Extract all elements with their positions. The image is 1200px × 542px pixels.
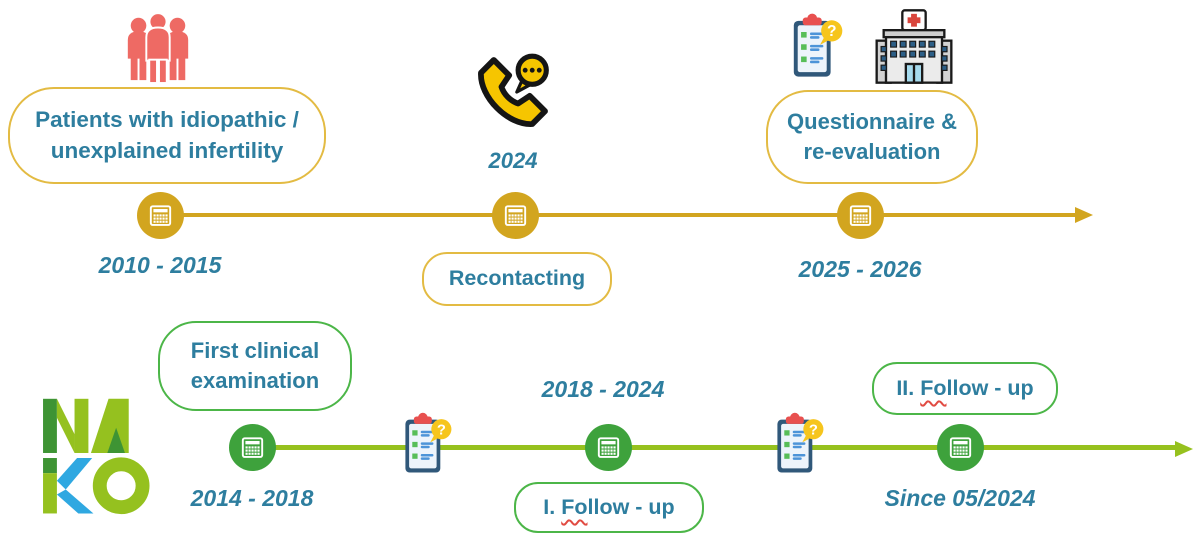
milestone-followup2-green <box>937 424 984 471</box>
first-exam-bubble-line2: examination <box>190 368 320 393</box>
followup1-squiggled-text: Fo <box>561 494 588 519</box>
followup1-bubble: I. Follow - up <box>514 482 704 533</box>
gold-start-date-label: 2010 - 2015 <box>98 252 222 278</box>
patients-bubble-line1: Patients with idiopathic / <box>35 107 299 133</box>
phone-year-label: 2024 <box>488 148 538 173</box>
hospital-icon <box>872 8 956 85</box>
first-exam-bubble-line1: First clinical <box>190 338 320 364</box>
gold-timeline-line <box>160 213 1076 217</box>
calendar-icon <box>239 434 266 461</box>
calendar-icon <box>502 202 529 229</box>
green-start-date-label: 2014 - 2018 <box>190 485 314 511</box>
followup1-prefix: I. <box>543 494 562 519</box>
questionnaire-clipboard-icon <box>398 410 453 478</box>
followup2-squiggled-text: Fo <box>920 375 947 400</box>
first-exam-bubble: First clinical examination <box>158 321 352 411</box>
nako-logo-text: NAKO <box>0 0 1 1</box>
recontacting-bubble: Recontacting <box>422 252 612 306</box>
phone-chat-icon <box>472 50 554 134</box>
patients-bubble-text: Patients with idiopathic / unexplained i… <box>35 105 299 166</box>
calendar-icon <box>847 202 874 229</box>
gold-end-date-label: 2025 - 2026 <box>798 256 922 282</box>
calendar-icon <box>595 434 622 461</box>
calendar-icon <box>147 202 174 229</box>
milestone-followup1-green <box>585 424 632 471</box>
questionnaire-bubble-line2: re-evaluation <box>803 139 941 164</box>
green-end-date-label: Since 05/2024 <box>884 485 1036 511</box>
questionnaire-bubble-text: Questionnaire & re-evaluation <box>787 107 957 166</box>
first-exam-bubble-text: First clinical examination <box>191 336 319 395</box>
questionnaire-bubble-line1: Questionnaire & <box>787 109 957 135</box>
followup1-bubble-text: I. Follow - up <box>543 493 674 522</box>
patients-bubble: Patients with idiopathic / unexplained i… <box>8 87 326 184</box>
recontacting-bubble-text: Recontacting <box>448 266 586 291</box>
nako-logo <box>38 392 164 519</box>
followup1-rest: llow - up <box>587 494 675 519</box>
patients-bubble-line2: unexplained infertility <box>50 137 284 163</box>
milestone-reevaluation-gold <box>837 192 884 239</box>
green-mid-date-label: 2018 - 2024 <box>541 376 665 402</box>
followup2-bubble: II. Follow - up <box>872 362 1058 415</box>
calendar-icon <box>947 434 974 461</box>
milestone-baseline-gold <box>137 192 184 239</box>
green-timeline-arrowhead <box>1175 441 1193 457</box>
green-timeline-line <box>252 445 1176 450</box>
milestone-first-exam-green <box>229 424 276 471</box>
followup2-rest: llow - up <box>946 375 1034 400</box>
milestone-recontacting-gold <box>492 192 539 239</box>
questionnaire-bubble: Questionnaire & re-evaluation <box>766 90 978 184</box>
followup2-prefix: II. <box>896 375 921 400</box>
questionnaire-clipboard-icon <box>770 410 825 478</box>
questionnaire-clipboard-icon <box>786 10 844 83</box>
followup2-bubble-text: II. Follow - up <box>896 374 1033 403</box>
people-group-icon <box>118 10 198 84</box>
gold-timeline-arrowhead <box>1075 207 1093 223</box>
